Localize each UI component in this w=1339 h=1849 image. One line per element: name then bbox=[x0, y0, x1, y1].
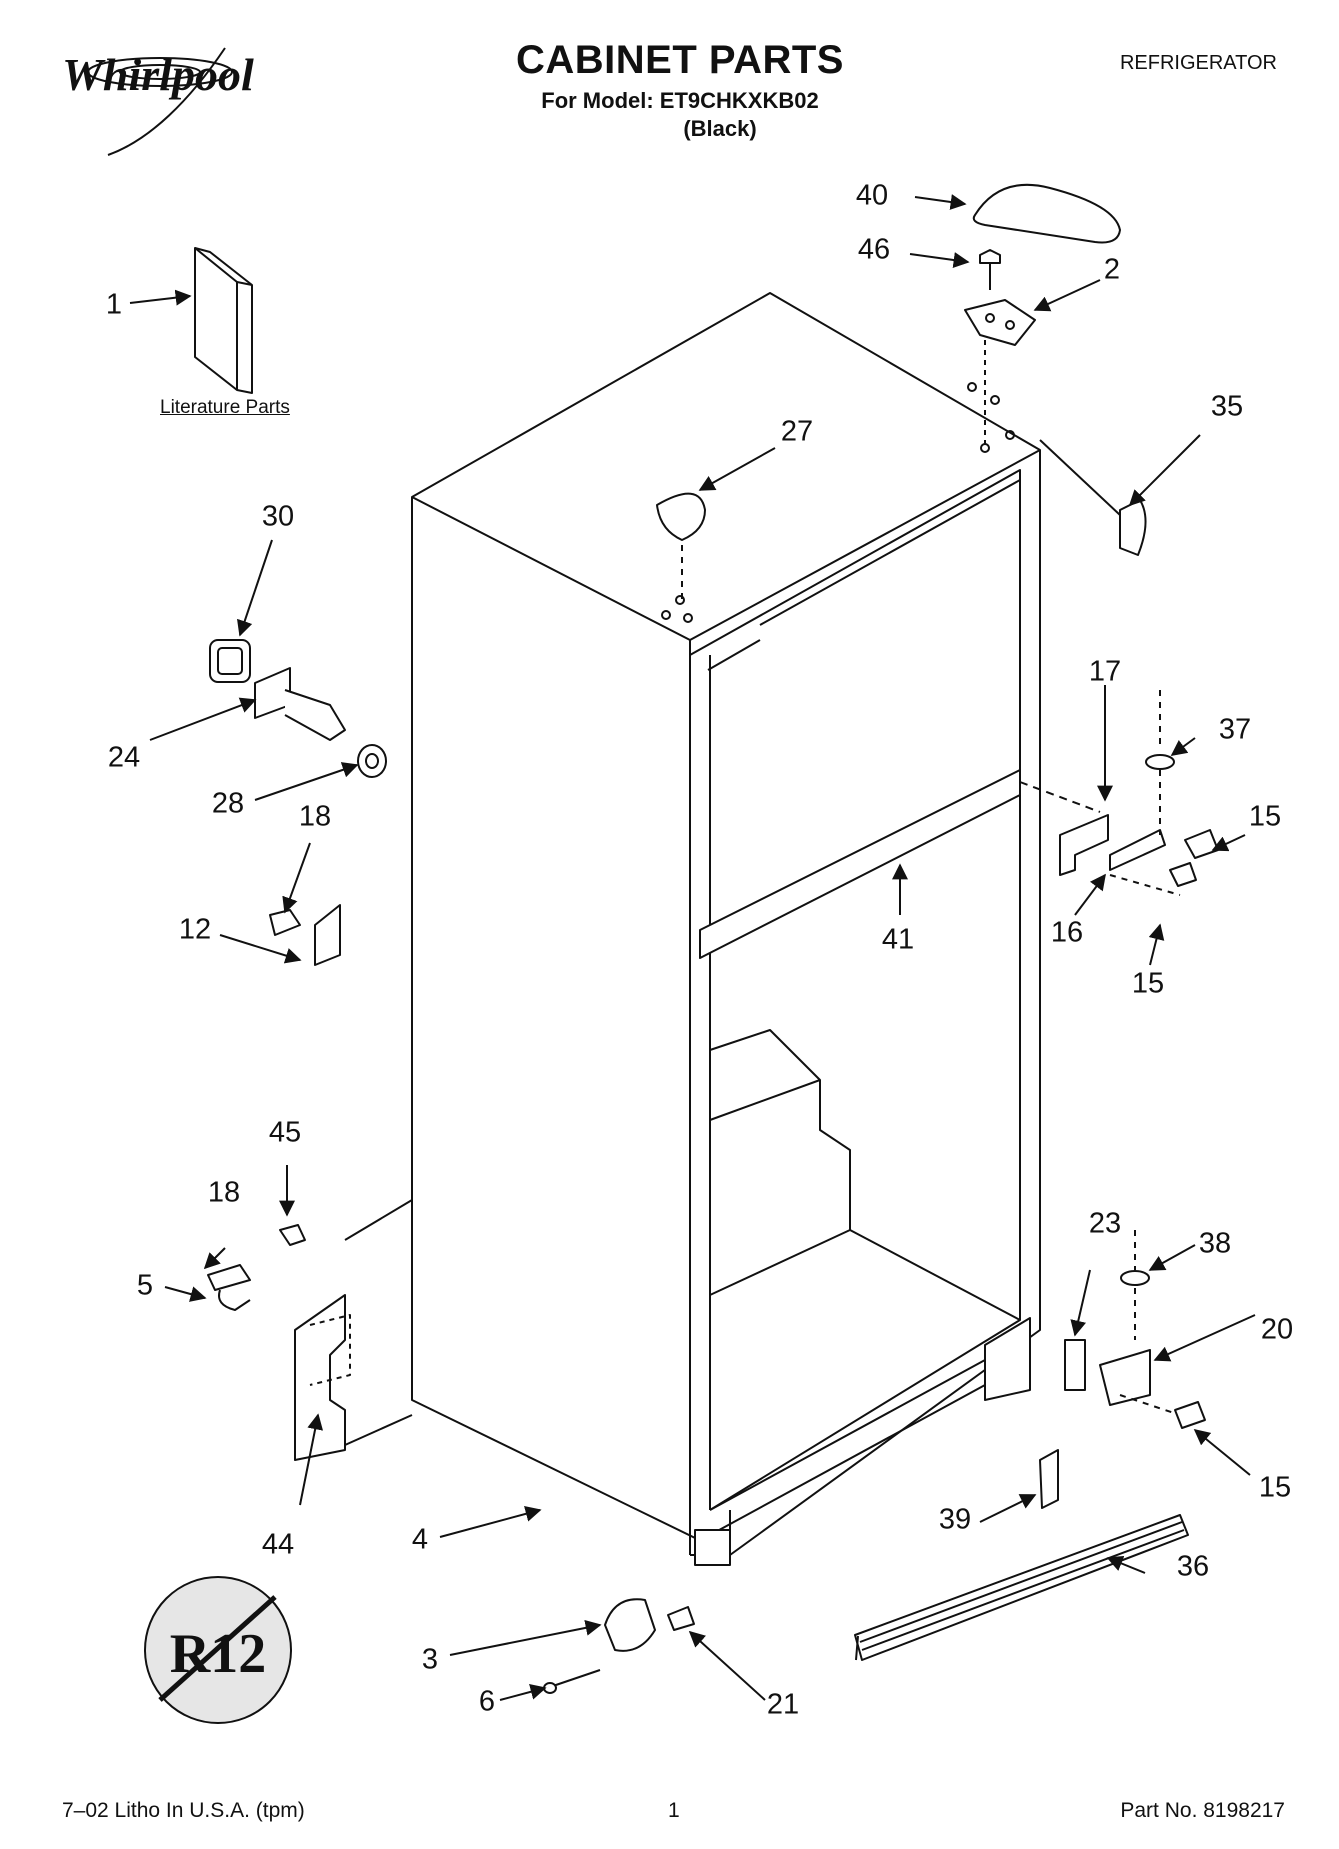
part-number: Part No. 8198217 bbox=[1120, 1799, 1285, 1822]
screw-45 bbox=[279, 1224, 306, 1246]
clip-39 bbox=[1039, 1449, 1059, 1509]
hole-plug-27 bbox=[656, 492, 706, 541]
callout-5: 5 bbox=[136, 1269, 154, 1302]
screw-46 bbox=[979, 249, 1001, 264]
part-5 bbox=[207, 1264, 251, 1291]
hinge-cover-40 bbox=[972, 183, 1121, 244]
callout-18-lower: 18 bbox=[207, 1176, 241, 1209]
callout-44: 44 bbox=[261, 1528, 295, 1561]
pin-6 bbox=[549, 1669, 601, 1688]
callout-17: 17 bbox=[1088, 655, 1122, 688]
callout-37: 37 bbox=[1218, 713, 1252, 746]
callout-3: 3 bbox=[421, 1643, 439, 1676]
model-line: For Model: ET9CHKXKB02 bbox=[541, 88, 819, 113]
callout-38: 38 bbox=[1198, 1227, 1232, 1260]
callout-40: 40 bbox=[855, 179, 889, 212]
cabinet-body bbox=[411, 292, 1041, 1566]
part-30 bbox=[209, 639, 251, 683]
washer-37 bbox=[1145, 754, 1175, 770]
callout-21: 21 bbox=[766, 1688, 800, 1721]
screw-15-lower bbox=[1174, 1401, 1206, 1429]
callout-28: 28 bbox=[211, 787, 245, 820]
washer-38 bbox=[1120, 1270, 1150, 1286]
grille-36 bbox=[854, 1514, 1189, 1661]
callout-15-middle: 15 bbox=[1131, 967, 1165, 1000]
part-12 bbox=[314, 904, 341, 966]
callout-18-upper: 18 bbox=[298, 800, 332, 833]
callout-15-upper: 15 bbox=[1248, 800, 1282, 833]
part-28 bbox=[357, 744, 387, 778]
callout-6: 6 bbox=[478, 1685, 496, 1718]
callout-30: 30 bbox=[261, 500, 295, 533]
literature-parts-label: Literature Parts bbox=[160, 397, 290, 418]
callout-41: 41 bbox=[881, 923, 915, 956]
callout-36: 36 bbox=[1176, 1550, 1210, 1583]
screw-21 bbox=[667, 1606, 695, 1631]
callout-39: 39 bbox=[938, 1503, 972, 1536]
leveler-3 bbox=[604, 1598, 656, 1652]
appliance-category: REFRIGERATOR bbox=[1119, 52, 1277, 74]
callout-1: 1 bbox=[105, 288, 123, 321]
logo-swirl bbox=[87, 57, 233, 87]
hinge-20 bbox=[1099, 1349, 1151, 1406]
hinge-16 bbox=[1109, 829, 1166, 871]
callout-2: 2 bbox=[1103, 253, 1121, 286]
literature-booklet bbox=[194, 247, 253, 394]
top-hinge-2 bbox=[964, 299, 1036, 346]
color-line: (Black) bbox=[683, 116, 757, 141]
part-24 bbox=[254, 667, 291, 719]
screw-15 bbox=[1184, 829, 1219, 859]
part-17 bbox=[1059, 814, 1109, 876]
part-23 bbox=[1064, 1339, 1086, 1391]
callout-24: 24 bbox=[107, 741, 141, 774]
callout-45: 45 bbox=[268, 1116, 302, 1149]
callout-20: 20 bbox=[1260, 1313, 1294, 1346]
callout-12: 12 bbox=[178, 913, 212, 946]
page-number: 1 bbox=[668, 1799, 680, 1822]
callout-35: 35 bbox=[1210, 390, 1244, 423]
page-title: CABINET PARTS bbox=[516, 38, 844, 82]
callout-23: 23 bbox=[1088, 1207, 1122, 1240]
part-35 bbox=[1119, 499, 1147, 556]
callout-27: 27 bbox=[780, 415, 814, 448]
footer-print-info: 7–02 Litho In U.S.A. (tpm) bbox=[62, 1799, 305, 1822]
callout-16: 16 bbox=[1050, 916, 1084, 949]
callout-15-lower: 15 bbox=[1258, 1471, 1292, 1504]
seal-text: R12 bbox=[170, 1623, 266, 1685]
callout-4: 4 bbox=[411, 1523, 429, 1556]
callout-46: 46 bbox=[857, 233, 891, 266]
